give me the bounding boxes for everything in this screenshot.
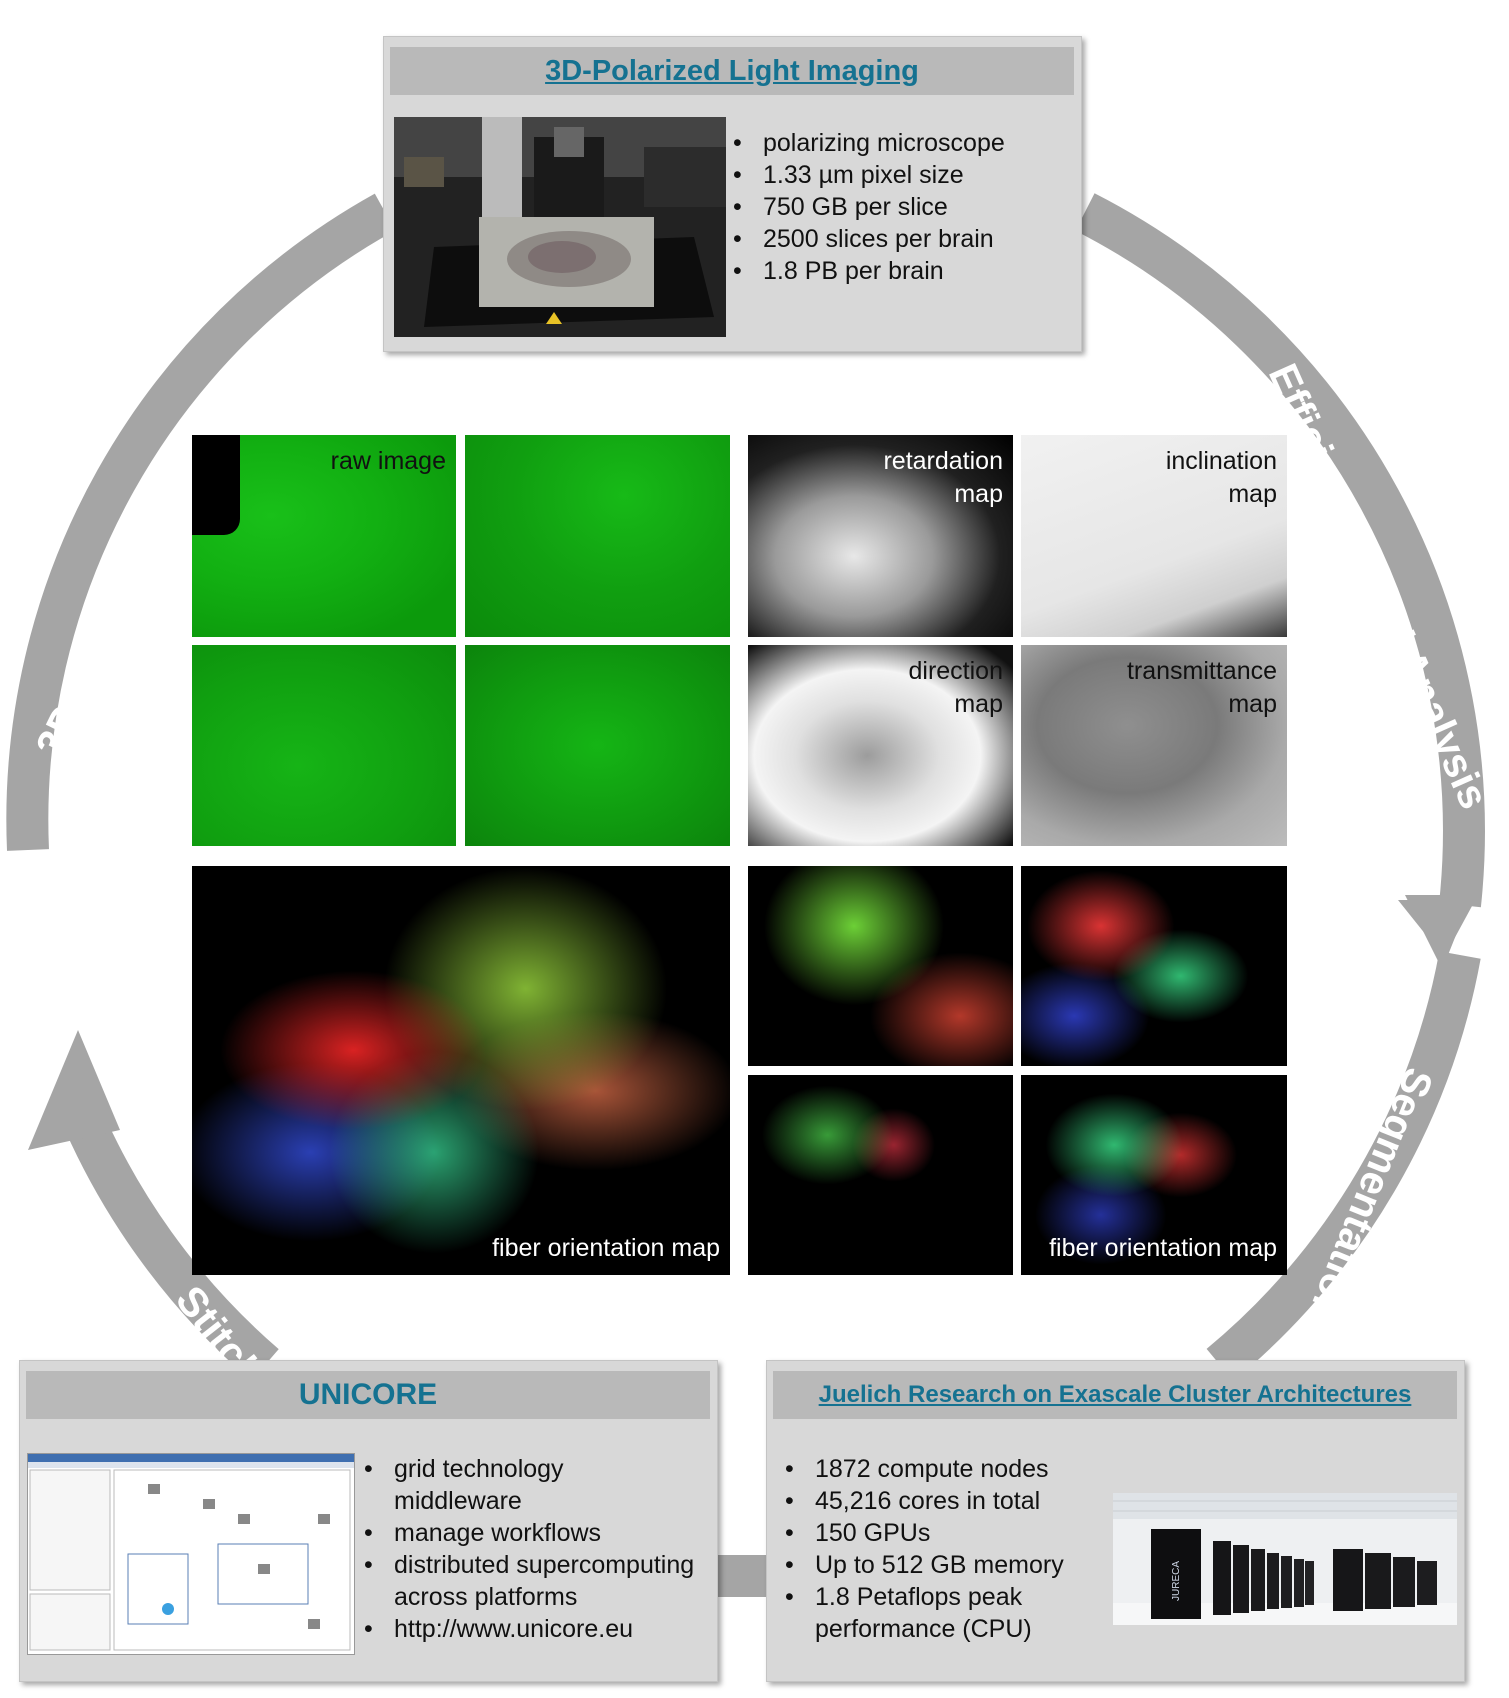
jureca-spec-item: 1872 compute nodes — [781, 1453, 1064, 1485]
raw-image-tile-1: raw image — [192, 435, 456, 637]
fiber-orientation-label-right: fiber orientation map — [1049, 1234, 1277, 1262]
pli-spec-item: 2500 slices per brain — [729, 223, 1005, 255]
raw-image-tile-3 — [192, 645, 456, 846]
fiber-orientation-tile-2 — [1021, 866, 1287, 1066]
fiber-orientation-map-left: fiber orientation map — [192, 866, 730, 1275]
arrow-head-analysis-b — [1405, 895, 1478, 965]
unicore-item: grid technology middleware — [360, 1453, 694, 1517]
unicore-item: http://www.unicore.eu — [360, 1613, 694, 1645]
pli-box: 3D-Polarized Light Imaging polarizing mi… — [383, 36, 1082, 352]
unicore-list: grid technology middleware manage workfl… — [360, 1453, 694, 1645]
pli-spec-item: 1.8 PB per brain — [729, 255, 1005, 287]
unicore-item: distributed supercomputing across platfo… — [360, 1549, 694, 1613]
unicore-screenshot — [27, 1453, 355, 1655]
pli-spec-item: 750 GB per slice — [729, 191, 1005, 223]
unicore-item: manage workflows — [360, 1517, 694, 1549]
arrow-head-stitching — [28, 1030, 120, 1150]
jureca-rack-label: JURECA — [1171, 1561, 1182, 1601]
arc-segmentation — [1206, 951, 1481, 1382]
fiber-orientation-tile-4: fiber orientation map — [1021, 1075, 1287, 1275]
fiber-orientation-tile-3 — [748, 1075, 1013, 1275]
arc-analysis — [1075, 193, 1485, 908]
arc-stitching — [55, 1092, 279, 1381]
jureca-box: Juelich Research on Exascale Cluster Arc… — [766, 1360, 1465, 1682]
unicore-box: UNICORE grid technology middleware manag… — [19, 1360, 718, 1682]
microscope-photo — [394, 117, 726, 337]
label-segmentation: Segmentation — [1298, 1062, 1442, 1331]
jureca-spec-item: 150 GPUs — [781, 1517, 1064, 1549]
raw-image-label: raw image — [330, 447, 446, 475]
jureca-photo: JURECA — [1113, 1493, 1457, 1625]
pli-box-title: 3D-Polarized Light Imaging — [390, 47, 1074, 95]
arc-measurement — [6, 193, 396, 851]
jureca-spec-item: 45,216 cores in total — [781, 1485, 1064, 1517]
pli-spec-item: polarizing microscope — [729, 127, 1005, 159]
pli-spec-item: 1.33 µm pixel size — [729, 159, 1005, 191]
fiber-orientation-tile-1 — [748, 866, 1013, 1066]
raw-image-tile-4 — [465, 645, 730, 846]
jureca-box-title: Juelich Research on Exascale Cluster Arc… — [773, 1371, 1457, 1419]
jureca-spec-item: 1.8 Petaflops peak performance (CPU) — [781, 1581, 1064, 1645]
raw-image-tile-2 — [465, 435, 730, 637]
pli-specs-list: polarizing microscope 1.33 µm pixel size… — [729, 127, 1005, 287]
box-connector — [715, 1555, 767, 1597]
fiber-orientation-label-left: fiber orientation map — [492, 1234, 720, 1262]
label-analysis: Efficient 3D-PLI Analysis — [1260, 357, 1498, 816]
jureca-spec-item: Up to 512 GB memory — [781, 1549, 1064, 1581]
jureca-specs-list: 1872 compute nodes 45,216 cores in total… — [781, 1453, 1064, 1645]
unicore-box-title: UNICORE — [26, 1371, 710, 1419]
